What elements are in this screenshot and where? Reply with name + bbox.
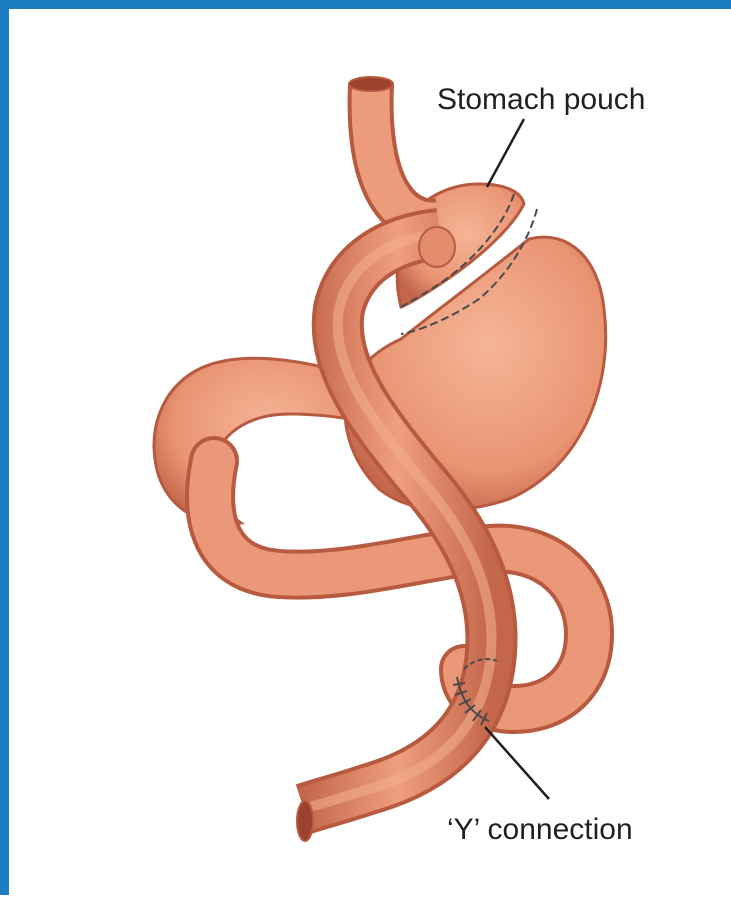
- y-connection-leader-line: [485, 727, 549, 799]
- stomach-pouch-label: Stomach pouch: [437, 85, 645, 115]
- stomach-pouch-leader-line: [487, 119, 524, 187]
- intestine-opening: [297, 801, 313, 841]
- roux-limb-end: [419, 227, 455, 267]
- gastric-bypass-illustration: [9, 9, 731, 904]
- y-connection-label: ‘Y’ connection: [447, 815, 633, 845]
- esophagus-opening: [349, 77, 393, 91]
